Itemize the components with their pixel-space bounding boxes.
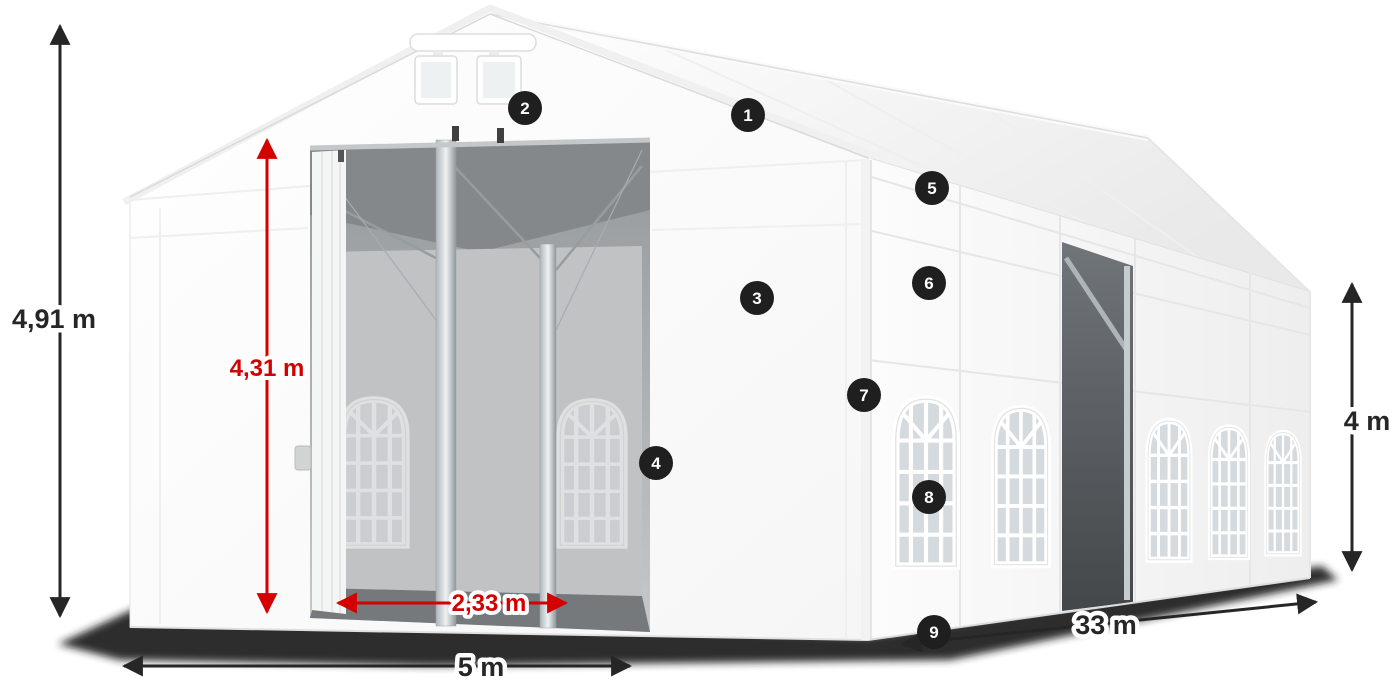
hotspot-2[interactable]: 2 [508, 91, 542, 125]
hotspot-circle [740, 281, 774, 315]
track-clip [452, 126, 459, 141]
hotspot-circle [508, 91, 542, 125]
interior-window-2 [560, 400, 623, 545]
door-width-label: 2,33 m [452, 590, 527, 617]
folded-door-panel [312, 150, 346, 614]
side-length-label: 33 m [1075, 610, 1137, 640]
dimension-door-height: 4,31 m [226, 137, 308, 615]
hotspot-6[interactable]: 6 [912, 266, 946, 300]
roller-connector [489, 51, 499, 59]
front-bottom-edge [129, 626, 869, 641]
hotspot-circle [912, 266, 946, 300]
side-window-4 [1210, 426, 1247, 557]
hotspot-circle [915, 171, 949, 205]
hotspot-4[interactable]: 4 [639, 446, 673, 480]
dimension-front-width: 5 m [121, 648, 633, 687]
ridge-edge [489, 13, 1149, 139]
side-window-3 [1148, 420, 1190, 560]
hotspot-3[interactable]: 3 [740, 281, 774, 315]
dimension-overall-height: 4,91 m [7, 23, 101, 619]
interior-pole-2 [539, 243, 557, 629]
side-window-2 [994, 407, 1047, 565]
side-door-brace [1063, 256, 1131, 354]
hotspot-8[interactable]: 8 [912, 480, 946, 514]
interior-truss [555, 165, 643, 271]
side-wall [867, 158, 1311, 641]
hotspot-circle [847, 378, 881, 412]
vent-window-2-pane [483, 62, 515, 98]
front-eave-seam [649, 159, 867, 173]
side-door-opening [1062, 242, 1133, 611]
dimension-side-length: 33 m [900, 593, 1319, 653]
front-panel-seam [129, 227, 309, 239]
wall-height-label: 4 m [1344, 406, 1391, 436]
hotspot-number: 2 [520, 99, 529, 118]
hotspot-number: 9 [929, 623, 938, 642]
overall-height-label: 4,91 m [12, 304, 96, 334]
front-door-opening [309, 126, 651, 632]
front-width-label: 5 m [458, 652, 505, 682]
interior-pole-1 [435, 139, 457, 627]
hotspot-circle [917, 615, 951, 649]
gable-vent-windows [409, 33, 537, 105]
hotspot-5[interactable]: 5 [915, 171, 949, 205]
hotspot-number: 3 [752, 289, 761, 308]
interior-window-1 [342, 398, 405, 545]
roller-connector [433, 51, 443, 59]
track-clip [497, 128, 504, 143]
hotspot-1[interactable]: 1 [731, 98, 765, 132]
side-length-arrow [900, 593, 1319, 653]
roof-back-edge [1147, 137, 1311, 293]
track-clip [338, 150, 344, 162]
hotspot-number: 8 [924, 488, 933, 507]
hotspot-9[interactable]: 9 [917, 615, 951, 649]
door-header-track [309, 137, 651, 151]
dimension-door-width: 2,33 m [335, 586, 569, 621]
front-panel-seam [651, 223, 867, 231]
interior-cable [555, 149, 643, 331]
side-window-5 [1266, 431, 1299, 553]
hotspot-number: 7 [859, 386, 868, 405]
hotspot-number: 6 [924, 274, 933, 293]
hotspot-circle [639, 446, 673, 480]
hotspot-number: 1 [743, 106, 752, 125]
hotspot-number: 5 [927, 179, 936, 198]
interior-truss [455, 167, 541, 259]
roller-bar [409, 33, 537, 52]
roof-seam [654, 44, 980, 193]
vent-window-1-pane [421, 62, 451, 98]
front-eave-seam [129, 185, 311, 201]
hotspot-circle [731, 98, 765, 132]
hotspot-circle [912, 480, 946, 514]
dimension-wall-height: 4 m [1339, 281, 1395, 573]
roof-seam [818, 75, 1090, 226]
hotspot-number: 4 [651, 454, 661, 473]
door-height-label: 4,31 m [230, 355, 305, 382]
roof-seam [983, 106, 1201, 260]
door-handle [294, 445, 312, 471]
hotspot-7[interactable]: 7 [847, 378, 881, 412]
